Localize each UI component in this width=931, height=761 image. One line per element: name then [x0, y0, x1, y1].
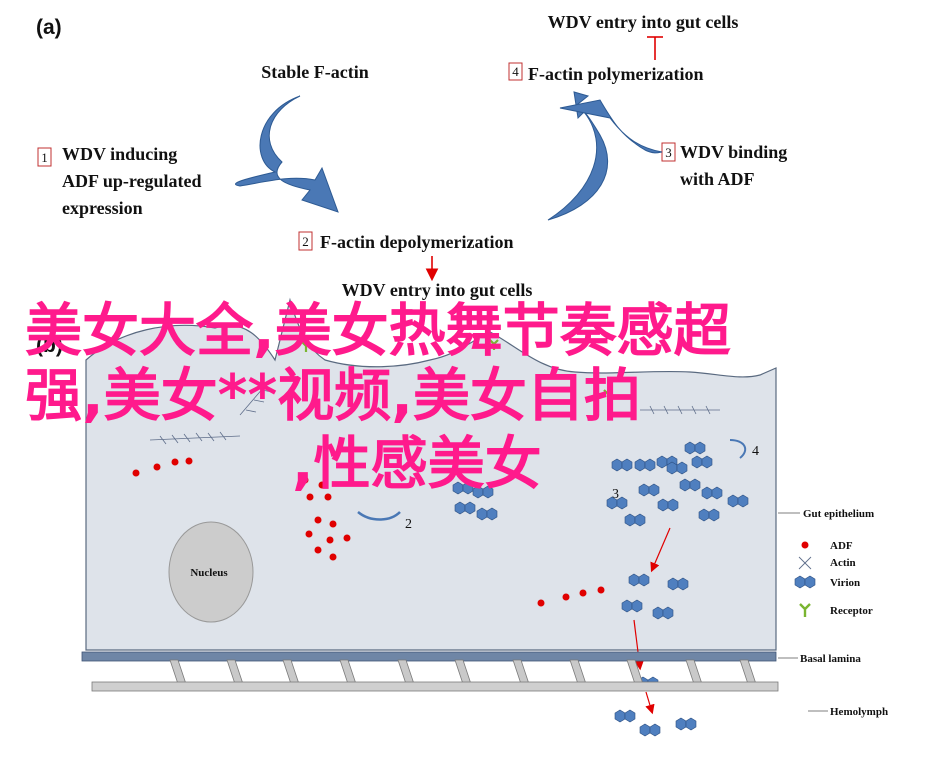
gut-epithelium-label: Gut epithelium — [803, 508, 874, 520]
curve-arrow-2 — [357, 510, 401, 521]
curve-arrow-4 — [729, 439, 747, 459]
step2-box — [298, 231, 313, 251]
bottom-entry-text: WDV entry into gut cells — [342, 280, 533, 300]
gut-cell — [85, 297, 777, 651]
path-arrow-3 — [645, 691, 655, 715]
legend-receptor-swatch — [799, 603, 811, 617]
panel-a-label: (a) — [36, 16, 62, 39]
step1-line3: expression — [62, 198, 143, 218]
step-label-4: 4 — [752, 444, 759, 459]
basal-lamina-label: Basal lamina — [800, 653, 861, 665]
step1-box — [37, 147, 52, 167]
legend-virion-swatch — [794, 575, 816, 589]
step3-line2: with ADF — [680, 169, 755, 189]
panel-b-label: (b) — [36, 334, 63, 357]
legend-actin-swatch — [798, 556, 812, 570]
step1-number: 1 — [41, 150, 48, 165]
step2-number: 2 — [302, 234, 309, 249]
step1-line1: WDV inducing — [62, 144, 177, 164]
legend-adf-label: ADF — [830, 540, 853, 552]
watermark-line-2: 强,美女**视频,美女自拍 — [25, 363, 641, 429]
step4-box — [508, 62, 523, 81]
adf-dots-left — [132, 457, 605, 607]
step1-line2: ADF up-regulated — [62, 171, 202, 191]
arrow-binding — [559, 99, 663, 154]
legend-virion-label: Virion — [830, 577, 860, 589]
step-label-3: 3 — [612, 487, 619, 502]
arrow-stable-to-depoly — [234, 95, 339, 213]
membrane-receptors — [301, 339, 613, 400]
watermark-line-3: ,性感美女 — [292, 431, 542, 497]
legend-receptor-label: Receptor — [830, 605, 873, 617]
nucleus-shape — [168, 521, 254, 623]
basal-lamina-struts — [169, 659, 757, 685]
basal-lamina-bar — [81, 651, 777, 662]
step4-text: F-actin polymerization — [528, 64, 703, 84]
legend-actin-label: Actin — [830, 557, 856, 569]
step-label-2: 2 — [405, 517, 412, 532]
watermark-line-1: 美女大全,美女热舞节奏感超 — [25, 298, 732, 364]
path-arrow-1 — [650, 527, 671, 573]
legend-adf-swatch — [801, 541, 809, 549]
hemolymph-label: Hemolymph — [830, 706, 888, 718]
step4-number: 4 — [512, 64, 519, 79]
step2-text: F-actin depolymerization — [320, 232, 513, 252]
stable-factin-text: Stable F-actin — [261, 62, 369, 82]
actin-mesh — [149, 379, 720, 445]
step3-number: 3 — [665, 145, 672, 160]
step-label-1: 1 — [297, 476, 304, 491]
nucleus-label: Nucleus — [190, 567, 228, 579]
top-entry-text: WDV entry into gut cells — [548, 12, 739, 32]
hemolymph-layer — [91, 681, 779, 692]
step3-line1: WDV binding — [680, 142, 787, 162]
